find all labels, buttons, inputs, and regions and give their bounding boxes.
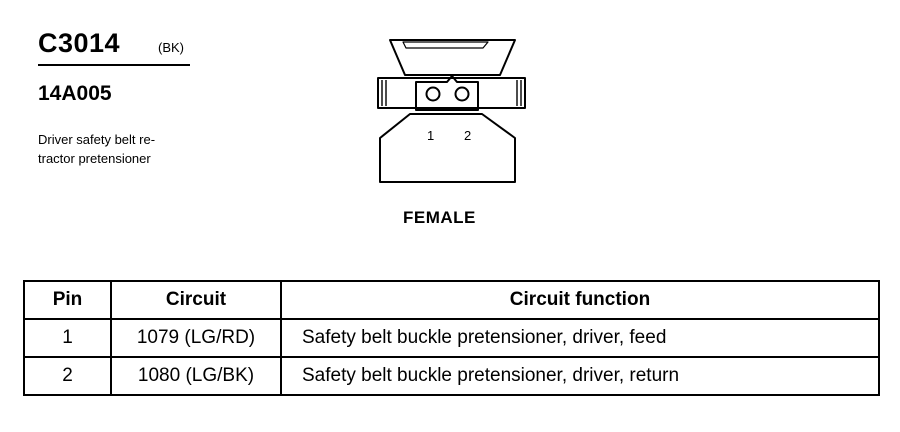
pin-label-2: 2 [464,128,472,143]
connector-description: Driver safety belt re- tractor pretensio… [38,130,208,168]
pinout-table: Pin Circuit Circuit function 1 1079 (LG/… [23,280,880,396]
connector-top-inner-line [402,41,489,49]
terminal-cavity [415,75,479,111]
cell-circuit: 1080 (LG/BK) [110,356,282,396]
connector-gender-label: FEMALE [403,208,476,227]
pin-2-cavity [454,86,470,102]
color-code: (BK) [158,40,184,55]
cell-circuit-function: Safety belt buckle pretensioner, driver,… [280,318,880,358]
header-circuit-function: Circuit function [280,280,880,320]
description-line-1: Driver safety belt re- [38,132,156,147]
part-number: 14A005 [38,82,112,105]
header-circuit: Circuit [110,280,282,320]
connector-latch-bar [377,77,526,109]
pin-label-1: 1 [427,128,435,143]
header-pin: Pin [23,280,112,320]
connector-latch-right-tab [516,80,522,106]
pin-1-cavity [425,86,441,102]
cell-circuit-function: Safety belt buckle pretensioner, driver,… [280,356,880,396]
table-row: 2 1080 (LG/BK) Safety belt buckle preten… [23,356,880,396]
connector-top-housing [389,39,516,76]
table-row: 1 1079 (LG/RD) Safety belt buckle preten… [23,318,880,358]
header-divider [38,64,190,66]
table-header-row: Pin Circuit Circuit function [23,280,880,320]
description-line-2: tractor pretensioner [38,151,151,166]
cell-circuit: 1079 (LG/RD) [110,318,282,358]
connector-id: C3014 [38,28,121,58]
connector-face-diagram [377,39,526,183]
cell-pin: 1 [23,318,112,358]
cell-pin: 2 [23,356,112,396]
connector-latch-left-tab [381,80,387,106]
connector-bottom-body [379,113,516,183]
